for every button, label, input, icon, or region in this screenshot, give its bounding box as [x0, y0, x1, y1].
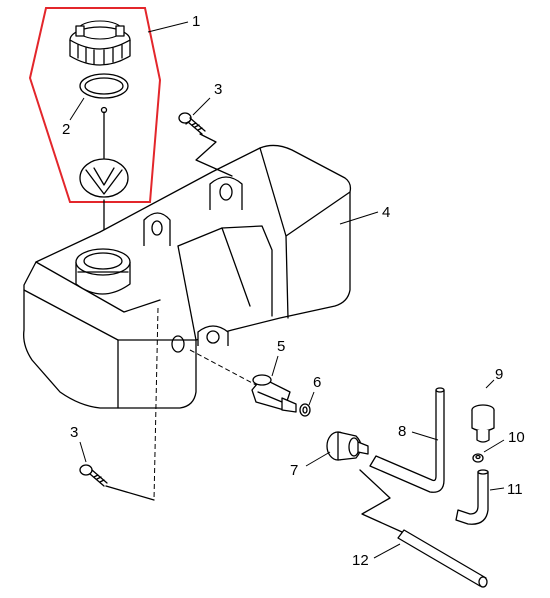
o-ring-part [299, 403, 311, 417]
filter-cap-part [471, 404, 495, 443]
fuel-tank-part [23, 144, 352, 409]
callout-7: 7 [290, 462, 298, 479]
callout-9: 9 [495, 366, 503, 383]
bent-pipe-part [369, 389, 445, 493]
leader-lines [69, 21, 505, 559]
callout-12: 12 [352, 552, 369, 569]
callout-6: 6 [313, 374, 321, 391]
guide-line-bottom-screw [105, 485, 155, 501]
callout-3-bottom: 3 [70, 424, 78, 441]
filler-cap-part [69, 20, 131, 66]
callout-3-top: 3 [214, 81, 222, 98]
guide-line-top-screw [195, 133, 233, 177]
guide-line-side-dashed [153, 307, 159, 501]
straight-hose-part [397, 529, 488, 588]
fuel-cock-part [251, 374, 297, 413]
callout-4: 4 [382, 204, 390, 221]
screw-top-part [178, 112, 206, 135]
callout-8: 8 [398, 423, 406, 440]
callout-1: 1 [192, 13, 200, 30]
callout-11: 11 [507, 481, 523, 498]
callout-5: 5 [277, 338, 285, 355]
guide-line-outlet [189, 349, 259, 387]
gasket-strainer-part [79, 73, 129, 198]
guide-line-hose [359, 469, 403, 533]
small-nut-part [472, 453, 484, 463]
callout-10: 10 [508, 429, 525, 446]
screw-bottom-part [79, 464, 108, 487]
highlight-frame [28, 7, 162, 203]
fitting-part [326, 431, 369, 461]
callout-2: 2 [62, 121, 70, 138]
elbow-hose-part [455, 471, 489, 525]
